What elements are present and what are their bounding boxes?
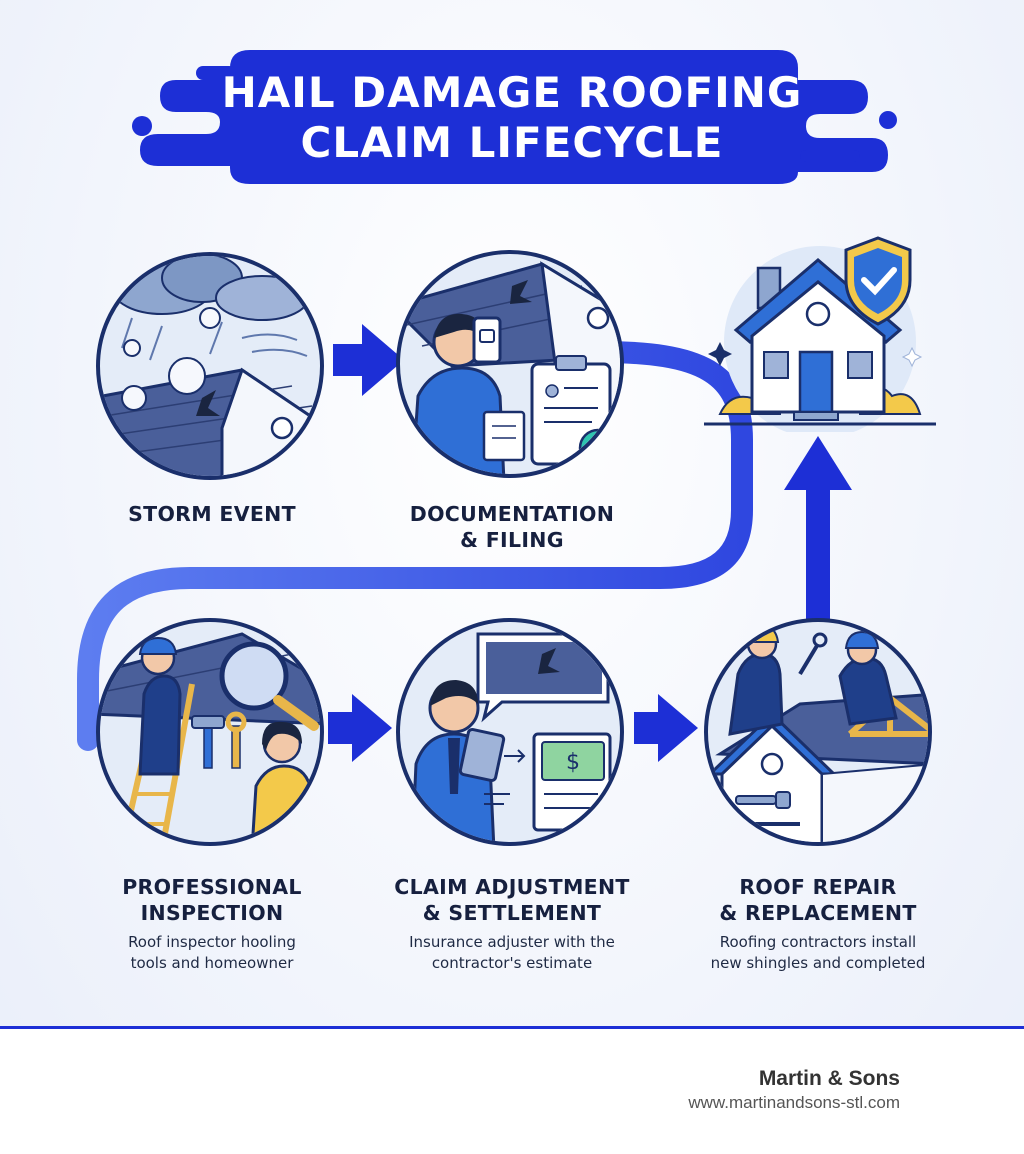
arrow-up (784, 436, 852, 625)
step-desc-professional-inspection: Roof inspector hooling tools and homeown… (62, 932, 362, 974)
footer: Martin & Sons www.martinandsons-stl.com (0, 1026, 1024, 1154)
brand-name: Martin & Sons (759, 1067, 900, 1091)
documentation-illustration (392, 246, 628, 482)
step-desc-claim-adjustment: Insurance adjuster with the contractor's… (362, 932, 662, 974)
step-title-documentation: DOCUMENTATION & FILING (362, 501, 662, 553)
repair-illustration (700, 614, 936, 850)
brand-url[interactable]: www.martinandsons-stl.com (688, 1093, 900, 1113)
storm-event-illustration (92, 248, 328, 484)
completed-house-illustration (700, 232, 940, 432)
svg-text:$: $ (566, 750, 580, 775)
phone-camera-icon (474, 318, 500, 362)
step-desc-roof-repair: Roofing contractors install new shingles… (668, 932, 968, 974)
step-title-professional-inspection: PROFESSIONAL INSPECTION (62, 874, 362, 926)
dollar-bill-icon: $ (534, 734, 610, 830)
arrow-right-3 (634, 694, 698, 762)
arrow-right-2 (328, 694, 392, 762)
step-title-roof-repair: ROOF REPAIR & REPLACEMENT (668, 874, 968, 926)
step-title-storm-event: STORM EVENT (62, 501, 362, 527)
tablet-icon (460, 729, 505, 781)
adjustment-illustration: $ (392, 614, 628, 850)
inspection-illustration (92, 614, 328, 850)
step-title-claim-adjustment: CLAIM ADJUSTMENT & SETTLEMENT (362, 874, 662, 926)
